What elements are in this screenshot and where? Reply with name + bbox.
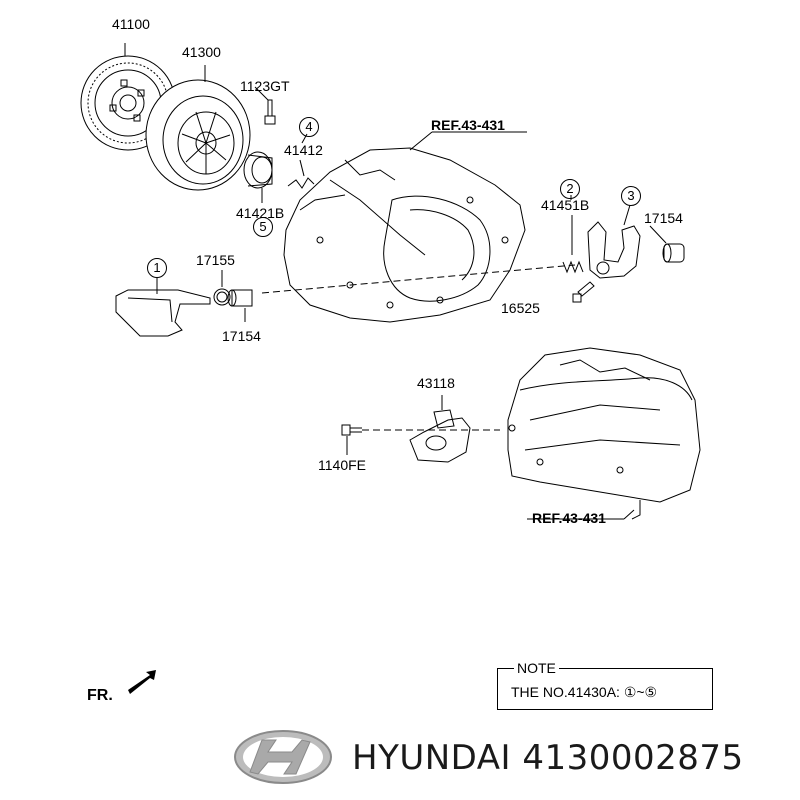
bracket-43118 bbox=[409, 395, 471, 463]
brand-caption: HYUNDAI 4130002875 bbox=[352, 738, 744, 778]
bolt-16525 bbox=[572, 281, 595, 303]
bolt-1123gt bbox=[254, 86, 276, 125]
bushing-17154-left bbox=[227, 289, 253, 322]
transmission-housing-bottom bbox=[507, 347, 701, 520]
label-17154-right: 17154 bbox=[644, 210, 683, 226]
callout-2: 2 bbox=[560, 179, 580, 199]
spring-41451b bbox=[562, 215, 584, 274]
label-43118: 43118 bbox=[417, 375, 455, 391]
front-arrow-icon bbox=[128, 670, 156, 694]
label-16525: 16525 bbox=[501, 300, 540, 316]
label-1140fe: 1140FE bbox=[318, 457, 366, 473]
label-17155: 17155 bbox=[196, 252, 235, 268]
bushing-17154-right bbox=[649, 225, 685, 263]
callout-5: 5 bbox=[253, 217, 273, 237]
ref-bottom-leader bbox=[623, 509, 635, 520]
spring-clip-41412 bbox=[287, 159, 315, 189]
note-text: THE NO.41430A: ①~⑤ bbox=[511, 684, 658, 700]
ref-label-bottom: REF.43-431 bbox=[532, 510, 606, 526]
pressure-plate-41300 bbox=[145, 65, 251, 191]
release-bearing-41421b bbox=[243, 151, 273, 203]
label-41412: 41412 bbox=[284, 142, 323, 158]
callout-4: 4 bbox=[299, 117, 319, 137]
callout-1: 1 bbox=[147, 258, 167, 278]
note-title: NOTE bbox=[514, 660, 559, 676]
label-41421b: 41421B bbox=[236, 205, 285, 221]
label-41100: 41100 bbox=[112, 16, 150, 32]
release-fork-1 bbox=[115, 277, 211, 337]
ref-label-top: REF.43-431 bbox=[431, 117, 505, 133]
transmission-housing-top bbox=[283, 131, 527, 323]
seal-17155 bbox=[213, 270, 231, 306]
shaft-axis-line bbox=[261, 264, 576, 294]
bolt-1140fe bbox=[341, 424, 500, 455]
label-41451b: 41451B bbox=[541, 197, 590, 213]
note-box bbox=[497, 668, 713, 710]
label-17154-left: 17154 bbox=[222, 328, 261, 344]
callout-3: 3 bbox=[621, 186, 641, 206]
front-marker-label: FR. bbox=[87, 687, 113, 704]
shift-lever-3 bbox=[587, 204, 641, 279]
hyundai-logo-icon bbox=[234, 730, 332, 784]
label-1123gt: 1123GT bbox=[240, 78, 290, 94]
label-41300: 41300 bbox=[182, 44, 221, 60]
